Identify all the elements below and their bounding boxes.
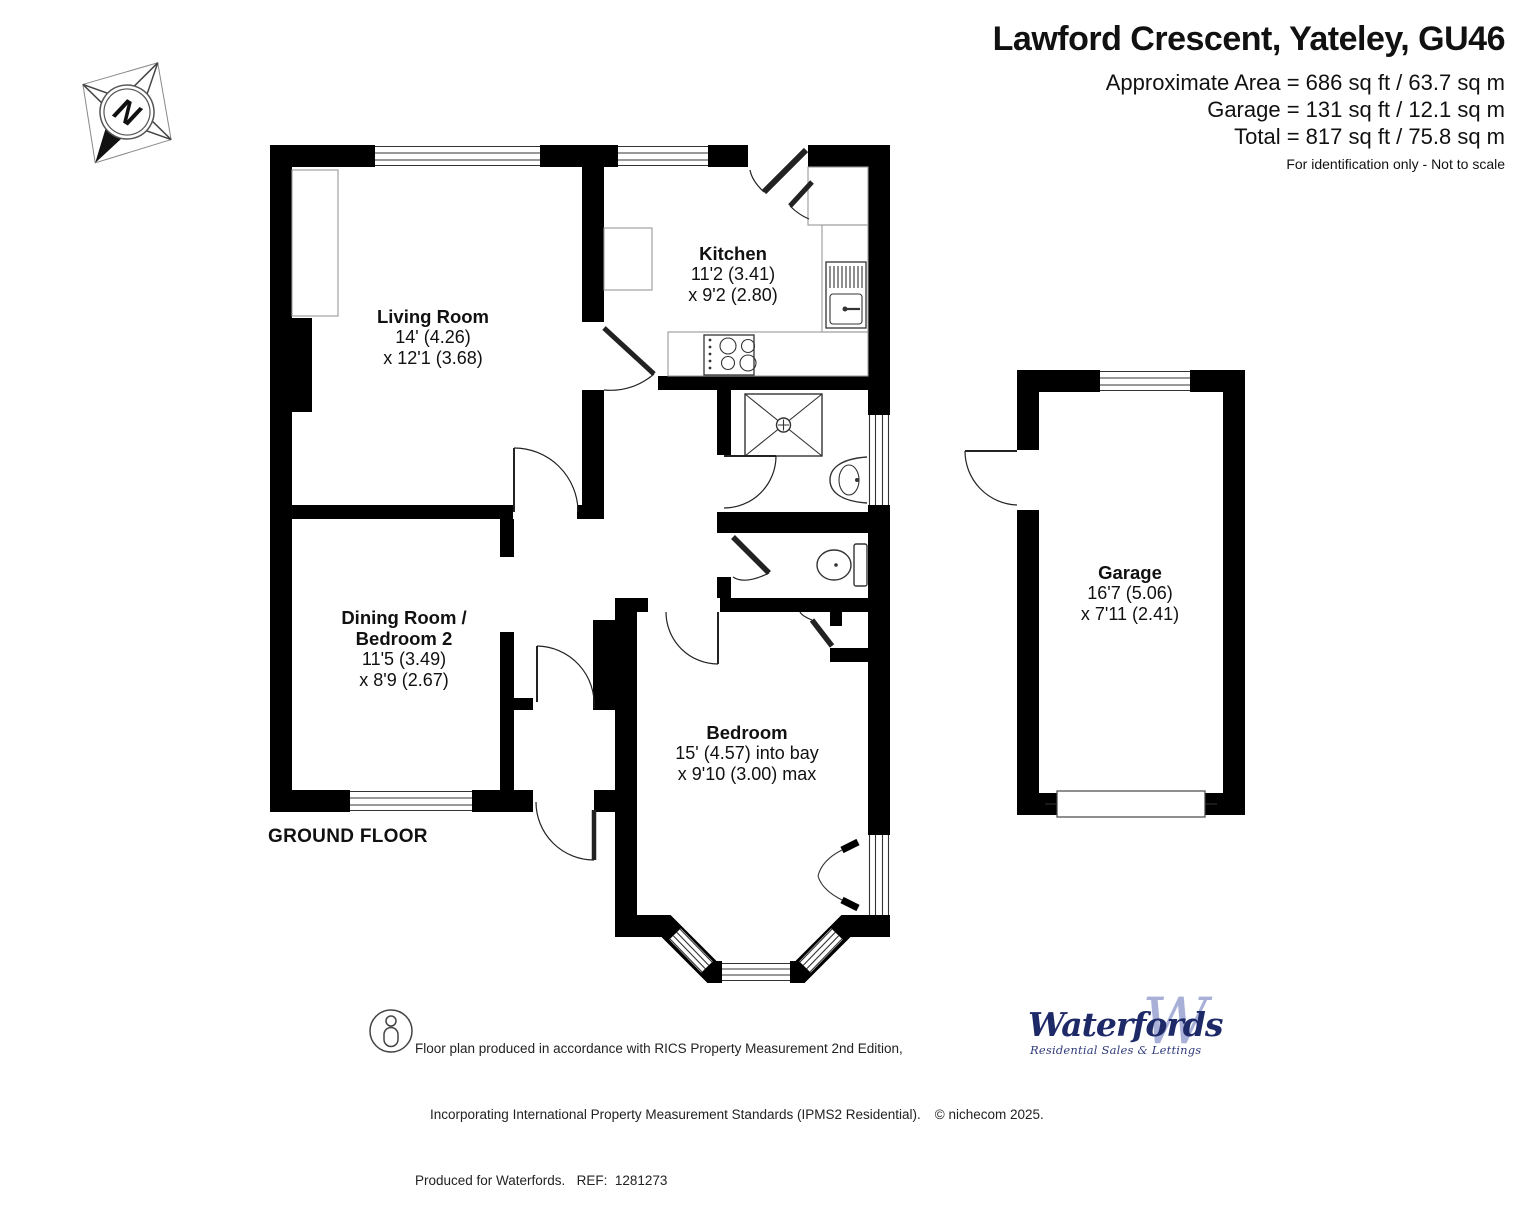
sink-icon <box>825 261 867 329</box>
recesses <box>291 166 869 377</box>
cupboard-door <box>799 611 835 648</box>
garage-side-door <box>964 450 1018 506</box>
header: Lawford Crescent, Yateley, GU46 Approxim… <box>992 20 1506 172</box>
compass-north-icon: N <box>82 62 172 164</box>
living-room-door <box>513 447 579 513</box>
shower-icon <box>744 393 823 457</box>
garage-window <box>1100 370 1190 392</box>
garage-area: Garage = 131 sq ft / 12.1 sq m <box>1207 97 1505 122</box>
bay-windows <box>669 928 843 983</box>
total-area: Total = 817 sq ft / 75.8 sq m <box>1234 124 1505 149</box>
bedroom-door <box>665 611 719 665</box>
page-title: Lawford Crescent, Yateley, GU46 <box>992 20 1506 58</box>
floor-plan-svg: N <box>82 62 1245 1053</box>
agency-logo: W Waterfords Residential Sales & Letting… <box>1028 985 1223 1061</box>
disclaimer-line2: Incorporating International Property Mea… <box>430 1107 921 1122</box>
dining-room-door <box>536 645 595 709</box>
bedroom-side-window <box>817 835 890 915</box>
room-label-bedroom: Bedroom 15' (4.57) into bay x 9'10 (3.00… <box>675 722 819 784</box>
wc-door <box>731 535 771 581</box>
scale-note: For identification only - Not to scale <box>1286 156 1505 172</box>
living-alcove <box>291 169 339 317</box>
toilet-icon <box>816 543 868 587</box>
room-label-dining: Dining Room / Bedroom 2 11'5 (3.49) x 8'… <box>341 607 467 690</box>
floorplan-page: { "header": { "title": "Lawford Crescent… <box>82 20 1506 1188</box>
basin-icon <box>829 456 868 504</box>
doors <box>513 147 1018 861</box>
disclaimer-line3: Produced for Waterfords. REF: 1281273 <box>415 1173 668 1188</box>
disclaimer-line1: Floor plan produced in accordance with R… <box>415 1041 903 1056</box>
bathroom-window <box>868 415 890 505</box>
hob-icon <box>703 334 757 376</box>
person-icon <box>369 1009 413 1053</box>
logo-monogram: W <box>1142 985 1208 1059</box>
hall-exit-door <box>535 801 597 861</box>
room-label-garage: Garage 16'7 (5.06) x 7'11 (2.41) <box>1080 562 1180 624</box>
footer-disclaimer: Floor plan produced in accordance with R… <box>415 1008 1044 1206</box>
kitchen-window <box>618 145 708 167</box>
living-room-window <box>375 145 540 167</box>
logo-tagline: Residential Sales & Lettings <box>1030 1043 1202 1057</box>
entrance-lobby <box>807 166 869 226</box>
floor-label: GROUND FLOOR <box>268 826 428 847</box>
kitchen-door <box>602 326 656 391</box>
shower-room-door <box>723 455 777 509</box>
fixtures <box>703 261 868 587</box>
approximate-area: Approximate Area = 686 sq ft / 63.7 sq m <box>1105 70 1505 95</box>
garage-door <box>1045 790 1217 818</box>
entrance-door-inner <box>788 180 814 220</box>
room-label-living: Living Room 14' (4.26) x 12'1 (3.68) <box>376 306 490 368</box>
entrance-door-outer <box>749 147 809 195</box>
room-label-kitchen: Kitchen 11'2 (3.41) x 9'2 (2.80) <box>688 243 778 305</box>
kitchen-recess <box>603 227 653 291</box>
logo-wordmark: Waterfords <box>1028 1005 1223 1044</box>
kitchen-counter-bottom <box>667 331 869 377</box>
windows <box>350 145 1217 983</box>
dining-room-window <box>350 790 472 812</box>
copyright: © nichecom 2025. <box>934 1107 1044 1122</box>
